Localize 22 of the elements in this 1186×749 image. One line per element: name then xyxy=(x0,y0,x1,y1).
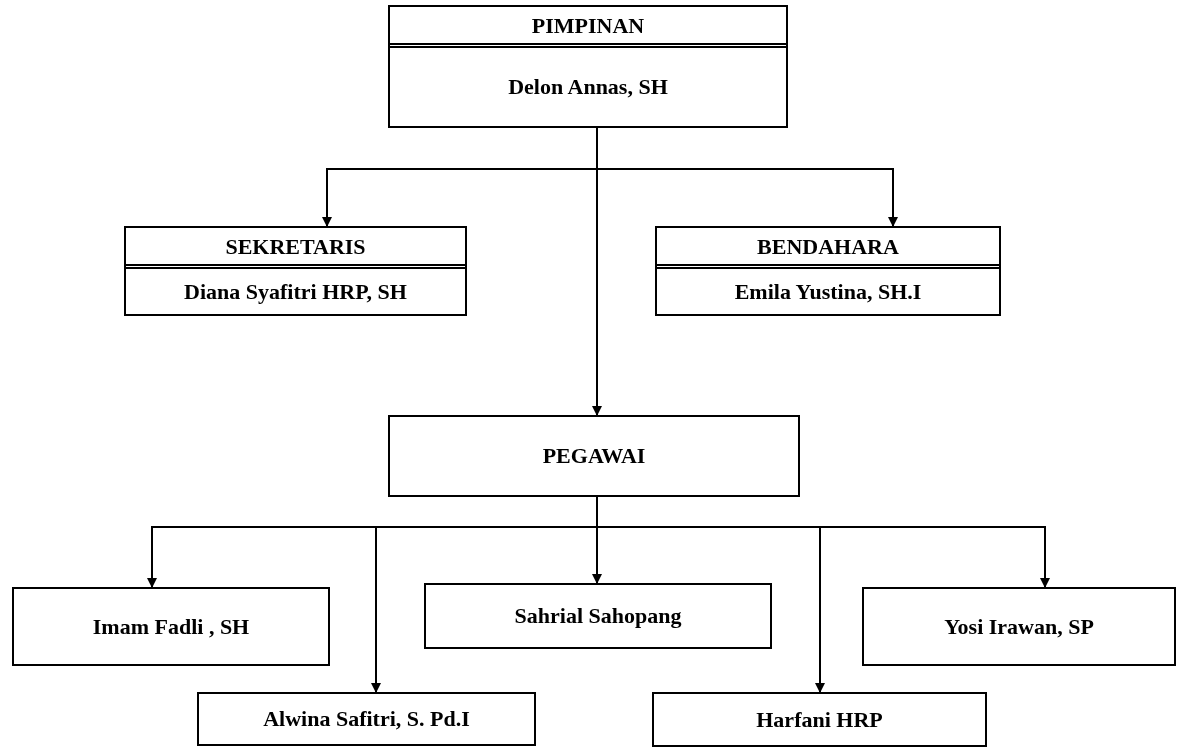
person-name: Diana Syafitri HRP, SH xyxy=(184,278,407,305)
org-box xyxy=(424,583,772,649)
org-box xyxy=(124,226,467,316)
org-box xyxy=(655,226,1001,316)
person-name: Emila Yustina, SH.I xyxy=(734,278,922,305)
position-title: SEKRETARIS xyxy=(225,234,366,259)
person-name: Imam Fadli , SH xyxy=(92,613,250,640)
person-name: Delon Annas, SH xyxy=(508,74,668,100)
org-box xyxy=(388,415,800,497)
org-box xyxy=(197,692,536,746)
position-title: PIMPINAN xyxy=(531,13,645,38)
org-box xyxy=(652,692,987,747)
person-name: Harfani HRP xyxy=(756,706,883,733)
connector-arrow xyxy=(592,127,602,416)
person-name: Sahrial Sahopang xyxy=(514,603,682,629)
org-box xyxy=(388,5,788,128)
position-title: BENDAHARA xyxy=(757,234,899,259)
org-box xyxy=(12,587,330,666)
org-box xyxy=(862,587,1176,666)
person-name: PEGAWAI xyxy=(542,443,646,469)
person-name: Alwina Safitri, S. Pd.I xyxy=(263,706,470,732)
person-name: Yosi Irawan, SP xyxy=(944,613,1094,640)
